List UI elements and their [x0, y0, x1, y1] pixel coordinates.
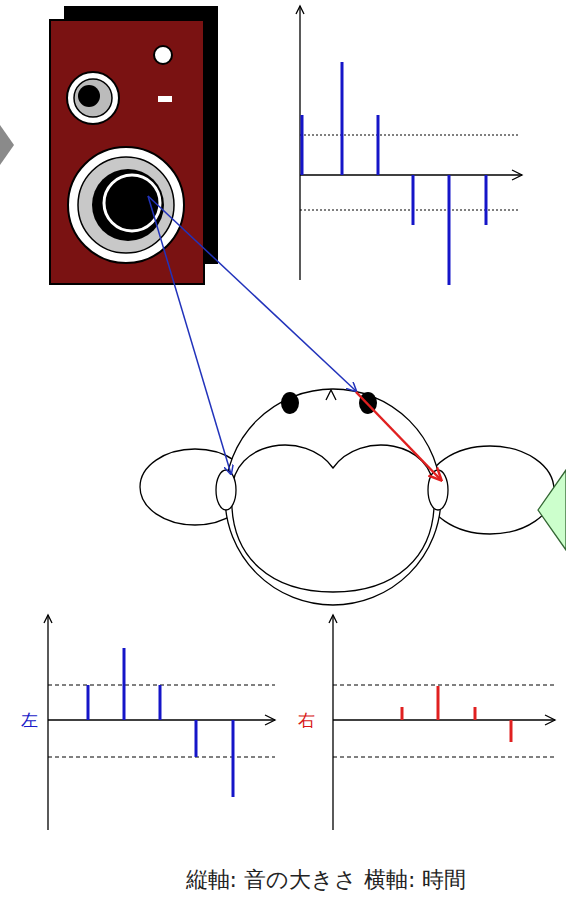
channel-label: 右: [298, 709, 315, 732]
source-waveform-plot: [296, 6, 522, 285]
axis-caption: 縦軸: 音の大きさ 横軸: 時間: [186, 867, 467, 892]
channel-label: 右: [298, 710, 315, 730]
listener-head: [140, 389, 554, 605]
left-ear-waveform-plot: [44, 615, 275, 830]
right-ear-waveform-plot: [329, 615, 555, 830]
page-arrow: [0, 125, 14, 165]
page-arrow: [538, 470, 566, 550]
speaker-icon: [50, 6, 218, 284]
channel-label: 左: [21, 709, 38, 732]
channel-label: 左: [21, 710, 38, 730]
sound-paths: [148, 196, 441, 480]
axis-caption: 縦軸: 音の大きさ 横軸: 時間: [186, 865, 467, 895]
